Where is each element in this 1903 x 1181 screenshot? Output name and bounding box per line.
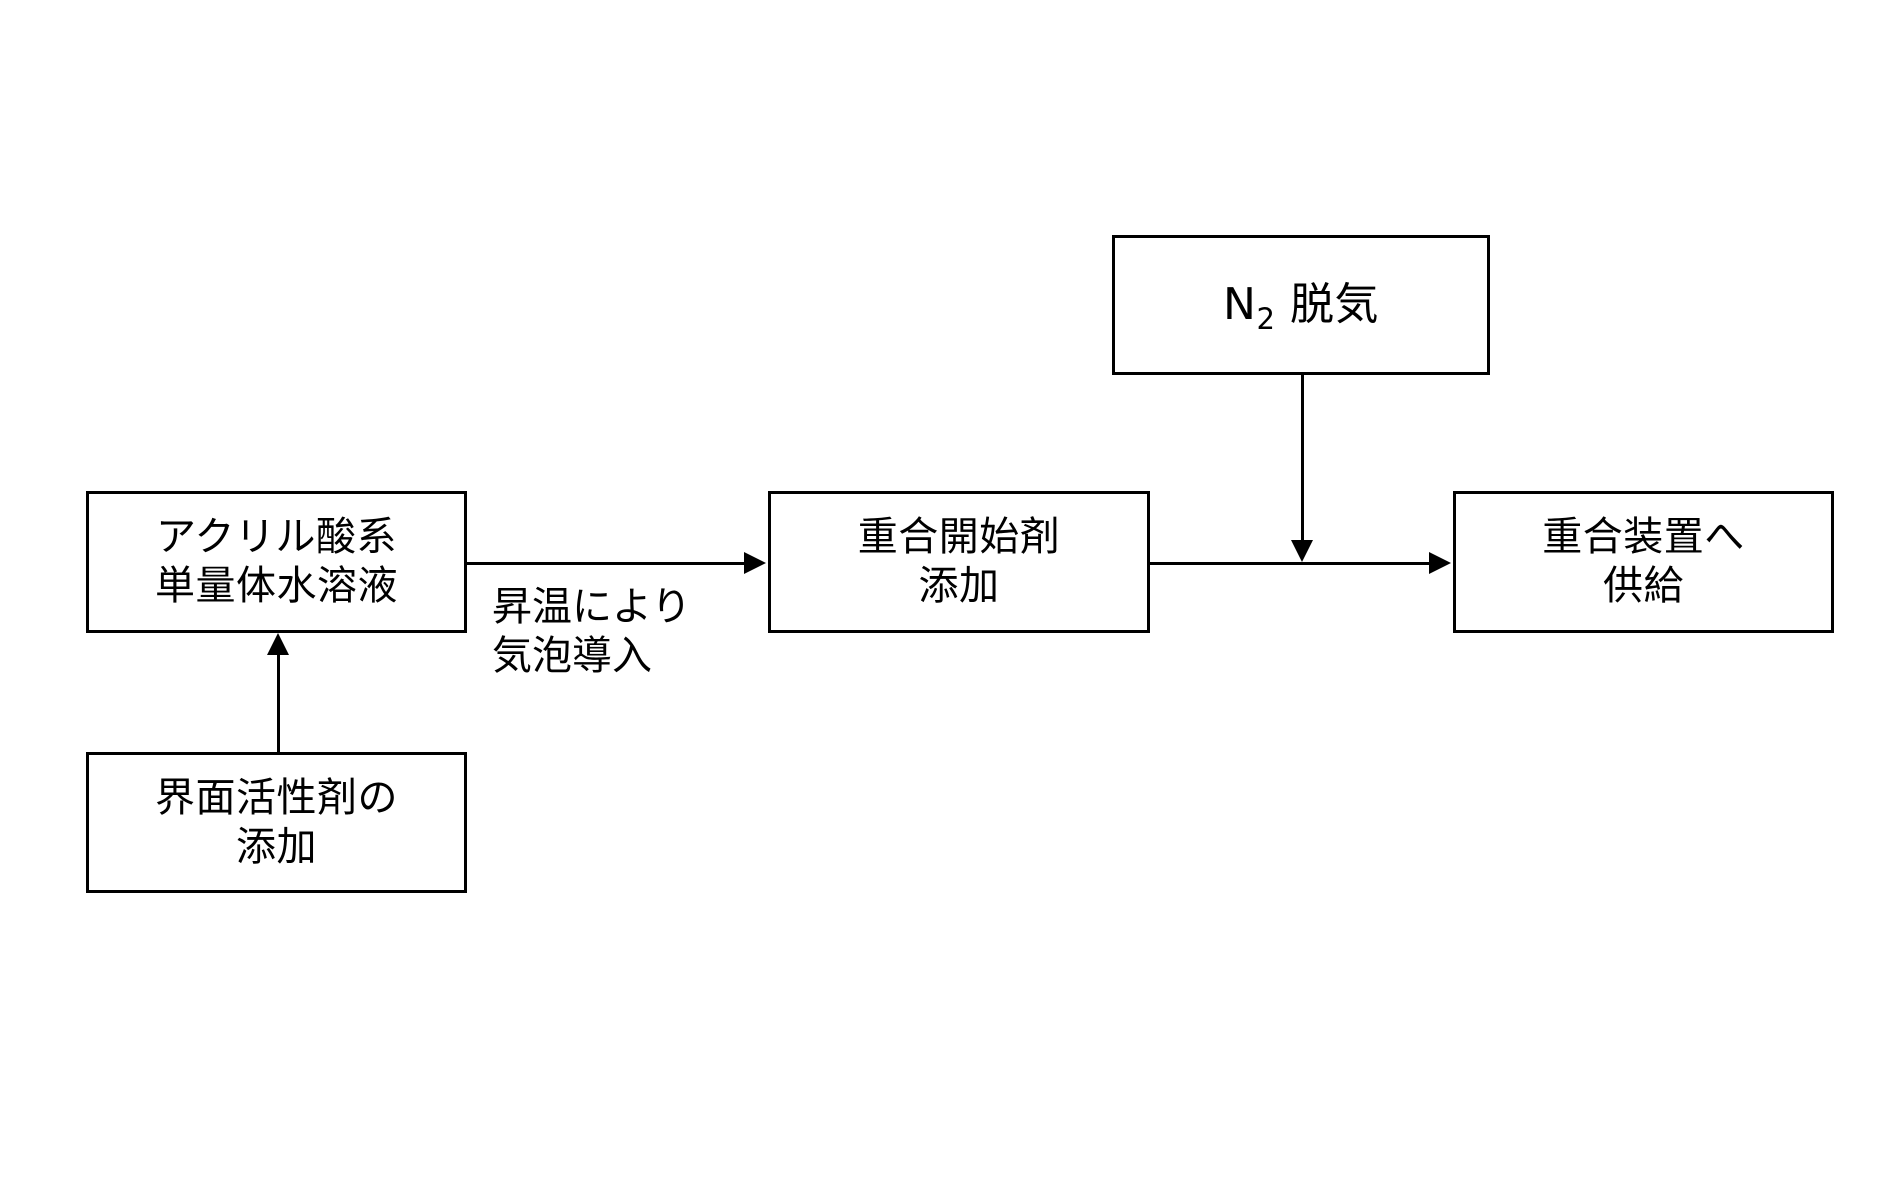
edge-label-heating-bubble: 昇温により 気泡導入 <box>492 584 692 679</box>
node-surfactant-addition[interactable]: 界面活性剤の 添加 <box>86 752 467 893</box>
node-initiator-addition-label: 重合開始剤 添加 <box>857 514 1061 609</box>
node-monomer-solution-label: アクリル酸系 単量体水溶液 <box>155 514 398 609</box>
n2-symbol: N <box>1223 279 1257 331</box>
n2-suffix-text: 脱気 <box>1275 279 1379 331</box>
node-monomer-solution[interactable]: アクリル酸系 単量体水溶液 <box>86 491 467 633</box>
connector-initiator-to-supply <box>1150 562 1431 565</box>
node-surfactant-addition-label: 界面活性剤の 添加 <box>155 774 398 870</box>
connector-surfactant-to-monomer <box>277 655 280 753</box>
node-supply-to-apparatus-label: 重合装置へ 供給 <box>1542 514 1745 609</box>
arrowhead-up-icon <box>267 633 289 655</box>
n2-subscript: 2 <box>1256 301 1276 336</box>
arrowhead-right-icon <box>1429 552 1451 574</box>
node-n2-degassing[interactable]: N2 脱気 <box>1112 235 1490 375</box>
connector-monomer-to-initiator <box>467 562 746 565</box>
node-n2-degassing-label: N2 脱気 <box>1223 278 1379 333</box>
node-supply-to-apparatus[interactable]: 重合装置へ 供給 <box>1453 491 1834 633</box>
node-initiator-addition[interactable]: 重合開始剤 添加 <box>768 491 1150 633</box>
arrowhead-down-icon <box>1291 540 1313 562</box>
connector-n2-to-stream <box>1301 375 1304 540</box>
arrowhead-right-icon <box>744 552 766 574</box>
